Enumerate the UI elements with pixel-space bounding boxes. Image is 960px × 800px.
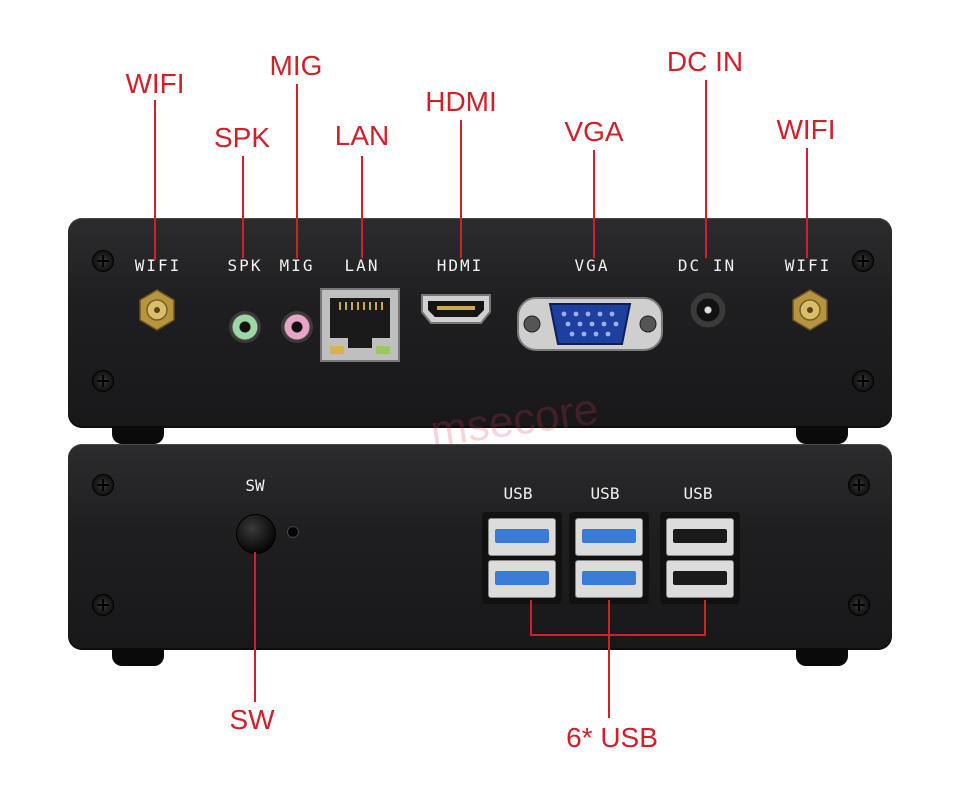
screw-icon — [92, 370, 114, 392]
rear-foot-right — [796, 426, 848, 444]
usb2-port[interactable] — [666, 518, 734, 556]
callout-sw: SW — [229, 704, 275, 735]
dc-in-port[interactable] — [690, 292, 726, 328]
front-panel — [68, 444, 892, 650]
callout-mig: MIG — [269, 50, 323, 81]
panel-label-lan: LAN — [344, 256, 380, 275]
speaker-jack[interactable] — [229, 311, 261, 343]
callout-line-vga — [593, 150, 595, 258]
callout-dc-in: DC IN — [666, 46, 744, 77]
lan-port[interactable] — [320, 288, 400, 362]
callout-line-hdmi — [460, 120, 462, 258]
front-foot-left — [112, 648, 164, 666]
panel-label-usb-2: USB — [590, 484, 620, 503]
panel-label-vga: VGA — [574, 256, 610, 275]
callout-line-lan — [361, 156, 363, 258]
usb-stack-3 — [660, 512, 740, 604]
usb-bracket-mid — [608, 600, 610, 718]
screw-icon — [92, 250, 114, 272]
callout-wifi-right: WIFI — [776, 114, 836, 145]
usb-stack-1 — [482, 512, 562, 604]
panel-label-hdmi: HDMI — [436, 256, 484, 275]
hdmi-port[interactable] — [419, 292, 493, 326]
panel-label-sw: SW — [245, 476, 265, 495]
mic-jack[interactable] — [281, 311, 313, 343]
panel-label-wifi-left: WIFI — [134, 256, 182, 275]
wifi-antenna-connector-left[interactable] — [137, 288, 177, 332]
vga-port[interactable] — [516, 296, 664, 352]
callout-line-mig — [296, 84, 298, 258]
usb2-port[interactable] — [666, 560, 734, 598]
callout-hdmi: HDMI — [425, 86, 497, 117]
front-foot-right — [796, 648, 848, 666]
callout-spk: SPK — [213, 122, 271, 153]
callout-lan: LAN — [334, 120, 390, 151]
callout-line-wifi-left — [154, 100, 156, 260]
panel-label-usb-3: USB — [683, 484, 713, 503]
callout-line-sw — [254, 552, 256, 702]
usb-bracket-left — [530, 600, 532, 636]
wifi-antenna-connector-right[interactable] — [790, 288, 830, 332]
callout-usb-count: 6* USB — [566, 722, 658, 753]
screw-icon — [92, 594, 114, 616]
panel-label-spk: SPK — [227, 256, 263, 275]
panel-label-dc-in: DC IN — [677, 256, 737, 275]
screw-icon — [848, 474, 870, 496]
panel-label-mig: MIG — [279, 256, 315, 275]
screw-icon — [92, 474, 114, 496]
usb3-port[interactable] — [488, 560, 556, 598]
panel-label-usb-1: USB — [503, 484, 533, 503]
usb-bracket-right — [704, 600, 706, 636]
callout-vga: VGA — [564, 116, 624, 147]
callout-line-dc-in — [705, 80, 707, 258]
usb-stack-2 — [569, 512, 649, 604]
power-led — [287, 526, 299, 538]
callout-line-spk — [242, 156, 244, 258]
panel-label-wifi-right: WIFI — [784, 256, 832, 275]
usb3-port[interactable] — [575, 518, 643, 556]
screw-icon — [852, 250, 874, 272]
screw-icon — [848, 594, 870, 616]
screw-icon — [852, 370, 874, 392]
power-switch-button[interactable] — [236, 514, 276, 554]
usb3-port[interactable] — [575, 560, 643, 598]
usb-bracket-bar — [530, 634, 706, 636]
usb3-port[interactable] — [488, 518, 556, 556]
rear-foot-left — [112, 426, 164, 444]
callout-wifi-left: WIFI — [125, 68, 185, 99]
callout-line-wifi-right — [806, 148, 808, 258]
